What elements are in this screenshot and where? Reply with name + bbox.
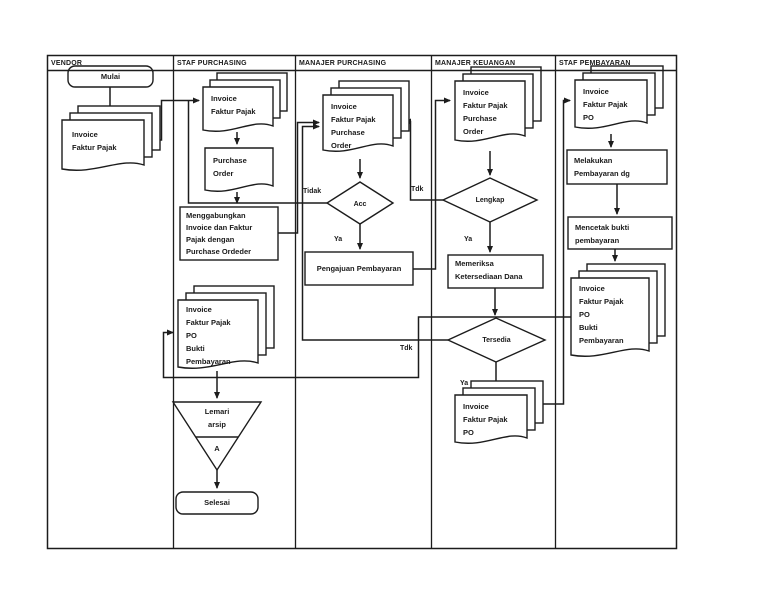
sp-bundle-line: PO (186, 331, 197, 340)
print-proof-line: pembayaran (575, 236, 620, 245)
pb-invoice-document (574, 65, 664, 129)
check-funds-line: Ketersediaan Dana (455, 272, 523, 281)
edge-label-lengkap-tdk: Tdk (411, 186, 424, 193)
pb-bundle-line: PO (579, 310, 590, 319)
pb-bundle-line: Invoice (579, 284, 605, 293)
mp-doc-line: Order (331, 141, 352, 150)
vendor-doc-line: Invoice (72, 130, 98, 139)
end-terminator (175, 491, 259, 515)
archive-label: Lemari (204, 407, 230, 416)
edge-label-acc-ya: Ya (334, 236, 343, 243)
arrow-merge-to-mp-doc (278, 119, 320, 234)
archive-connector-tag: A (214, 444, 220, 453)
mk-approved-document (454, 380, 544, 444)
sp-doc-line: Invoice (211, 94, 237, 103)
mp-doc-line: Purchase (331, 128, 365, 137)
tersedia-decision-diamond (446, 317, 547, 363)
sp-invoice-document (202, 72, 288, 132)
sp-bundle-line: Faktur Pajak (186, 318, 231, 327)
print-proof-line: Mencetak bukti (575, 223, 630, 232)
mk-invoice-document (454, 66, 542, 142)
edge-label-lengkap-ya: Ya (464, 236, 473, 243)
merge-process-box (179, 206, 279, 261)
mk-doc-line: Purchase (463, 114, 497, 123)
arrow-mk-approved-doc-to-pb-doc (527, 97, 571, 405)
mk-doc-line: Order (463, 127, 484, 136)
purchase-order-document (204, 147, 274, 192)
pb-bundle-line: Bukti (579, 323, 598, 332)
edge-label-acc-tidak: Tidak (303, 188, 322, 195)
flow-connectors (107, 87, 620, 489)
check-funds-line: Memeriksa (455, 259, 494, 268)
lane-header-vendor: VENDOR (51, 60, 83, 67)
mp-doc-line: Faktur Pajak (331, 115, 376, 124)
tersedia-decision-label: Tersedia (482, 337, 511, 344)
sp-bundle-line: Pembayaran (186, 357, 231, 366)
pb-bundle-line: Faktur Pajak (579, 297, 624, 306)
po-doc-line: Order (213, 169, 234, 178)
acc-decision-diamond (325, 181, 395, 225)
arrow-tersedia-tdk-to-mp-doc (301, 123, 448, 341)
edge-label-tersedia-ya: Ya (460, 380, 469, 387)
pb-doc-line: Faktur Pajak (583, 100, 628, 109)
lane-header-manajer-purchasing: MANAJER PURCHASING (299, 60, 387, 67)
pb-bundle-line: Pembayaran (579, 336, 624, 345)
check-funds-box (447, 254, 544, 289)
pb-bundle-document (570, 263, 666, 357)
line-acc-tidak-return (187, 101, 327, 204)
end-label: Selesai (204, 498, 230, 507)
payment-request-box (304, 251, 414, 286)
mk-doc-line: Faktur Pajak (463, 101, 508, 110)
pb-doc-line: Invoice (583, 87, 609, 96)
merge-process-line: Invoice dan Faktur (186, 223, 253, 232)
po-doc-line: Purchase (213, 156, 247, 165)
payment-request-label: Pengajuan Pembayaran (316, 264, 402, 273)
merge-process-line: Pajak dengan (186, 235, 235, 244)
print-proof-box (567, 216, 673, 250)
mk-approved-doc-line: Invoice (463, 402, 489, 411)
vendor-invoice-document (61, 105, 161, 171)
mk-doc-line: Invoice (463, 88, 489, 97)
sp-bundle-line: Bukti (186, 344, 205, 353)
do-payment-box (566, 149, 668, 185)
mk-approved-doc-line: Faktur Pajak (463, 415, 508, 424)
lane-header-staf-purchasing: STAF PURCHASING (177, 60, 247, 67)
mp-doc-line: Invoice (331, 102, 357, 111)
lengkap-decision-diamond (441, 177, 539, 223)
lane-header-manajer-keuangan: MANAJER KEUANGAN (435, 60, 516, 67)
sp-doc-line: Faktur Pajak (211, 107, 256, 116)
arrow-pengajuan-to-mk-doc (413, 97, 451, 270)
pb-doc-line: PO (583, 113, 594, 122)
sp-bundle-document (177, 285, 275, 369)
acc-decision-label: Acc (353, 201, 367, 208)
archive-label: arsip (208, 420, 226, 429)
do-payment-line: Pembayaran dg (574, 169, 630, 178)
merge-process-line: Purchase Ordeder (186, 247, 252, 256)
swimlane-frame (46, 54, 678, 550)
vendor-doc-line: Faktur Pajak (72, 143, 117, 152)
mp-invoice-document (322, 80, 410, 152)
archive-triangle (171, 401, 263, 472)
line-payment-docs-return (162, 316, 571, 379)
lengkap-decision-label: Lengkap (475, 197, 505, 204)
edge-label-tersedia-tdk: Tdk (400, 345, 413, 352)
do-payment-line: Melakukan (574, 156, 613, 165)
mk-approved-doc-line: PO (463, 428, 474, 437)
start-label: Mulai (100, 72, 121, 81)
sp-bundle-line: Invoice (186, 305, 212, 314)
merge-process-line: Menggabungkan (186, 211, 246, 220)
lane-header-staf-pembayaran: STAF PEMBAYARAN (559, 60, 631, 67)
